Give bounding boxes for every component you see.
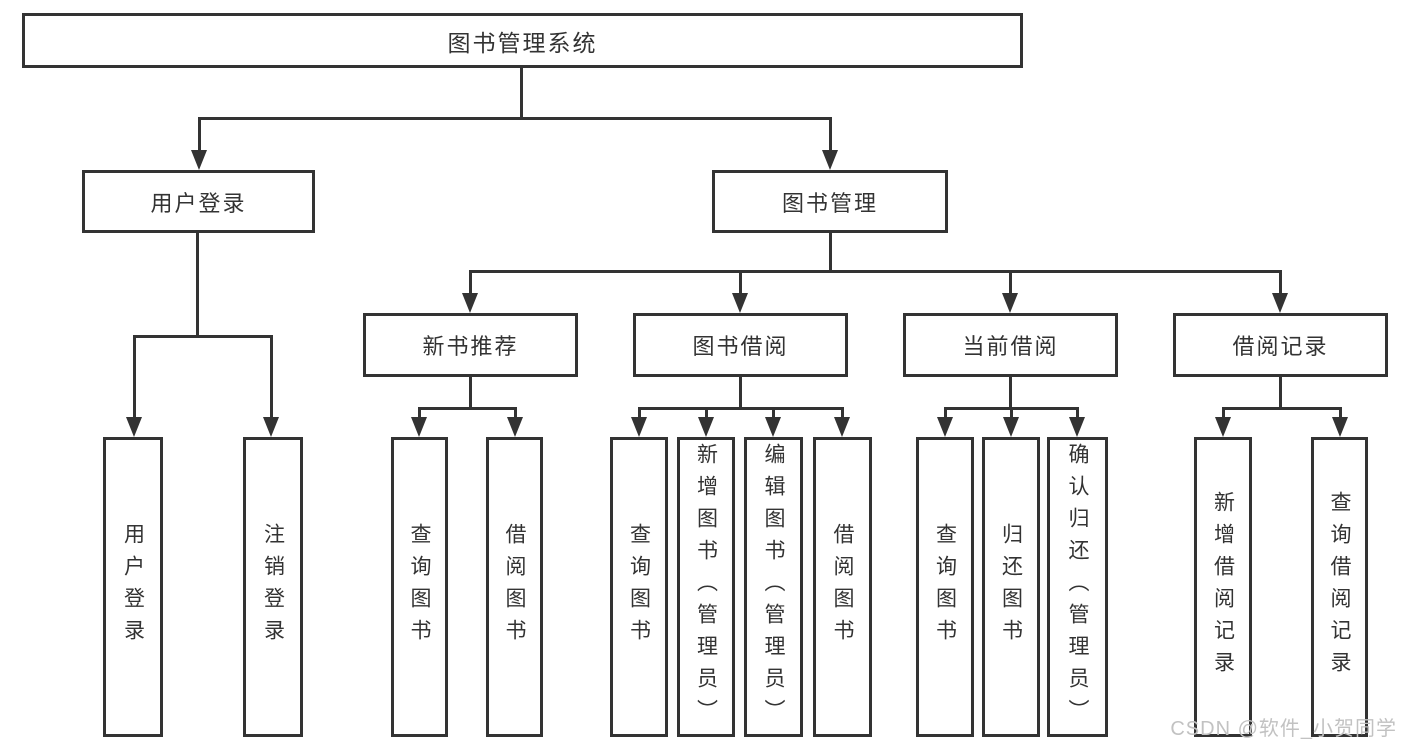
leaf-return-books: 归还图书 <box>982 437 1040 737</box>
leaf-label: 注销登录 <box>261 523 285 651</box>
connector-line <box>1009 377 1012 410</box>
connector-line <box>133 335 272 338</box>
arrowhead <box>1003 417 1019 437</box>
leaf-label: 编辑图书（管理员） <box>762 443 785 731</box>
connector-line <box>1279 377 1282 410</box>
connector-line <box>829 117 832 153</box>
arrowhead <box>765 417 781 437</box>
node-book-management: 图书管理 <box>712 170 948 233</box>
node-label: 借阅记录 <box>1232 334 1329 359</box>
leaf-confirm-return-admin: 确认归还（管理员） <box>1047 437 1108 737</box>
connector-line <box>1279 270 1282 295</box>
node-label: 图书管理系统 <box>447 29 598 56</box>
leaf-label: 查询图书 <box>933 523 957 651</box>
connector-line <box>639 407 843 410</box>
connector-line <box>1339 407 1342 421</box>
node-label: 当前借阅 <box>962 334 1059 359</box>
leaf-label: 用户登录 <box>121 523 145 651</box>
connector-line <box>198 117 201 153</box>
leaf-label: 借阅图书 <box>831 523 854 651</box>
connector-line <box>1222 407 1225 421</box>
connector-line <box>270 335 273 419</box>
arrowhead <box>462 293 478 313</box>
leaf-label: 归还图书 <box>999 523 1023 651</box>
arrowhead <box>1332 417 1348 437</box>
connector-line <box>133 335 136 419</box>
arrowhead <box>1069 417 1085 437</box>
arrowhead <box>191 150 207 170</box>
connector-line <box>944 407 947 421</box>
connector-line <box>470 270 1281 273</box>
connector-line <box>1009 270 1012 295</box>
leaf-query-books-current: 查询图书 <box>916 437 974 737</box>
leaf-edit-books-admin: 编辑图书（管理员） <box>744 437 803 737</box>
arrowhead <box>263 417 279 437</box>
node-library-management-system: 图书管理系统 <box>22 13 1023 68</box>
node-label: 用户登录 <box>150 190 247 216</box>
leaf-label: 查询图书 <box>627 523 651 651</box>
connector-line <box>772 407 775 421</box>
node-label: 图书管理 <box>781 190 878 216</box>
arrowhead <box>937 417 953 437</box>
connector-line <box>739 377 742 410</box>
arrowhead <box>126 417 142 437</box>
connector-line <box>469 270 472 295</box>
connector-line <box>419 407 517 410</box>
leaf-label: 借阅图书 <box>503 523 526 651</box>
connector-line <box>198 117 832 120</box>
arrowhead <box>732 293 748 313</box>
arrowhead <box>631 417 647 437</box>
connector-line <box>829 233 832 273</box>
connector-line <box>1223 407 1341 410</box>
leaf-label: 查询图书 <box>408 523 431 651</box>
arrowhead <box>1002 293 1018 313</box>
connector-line <box>841 407 844 421</box>
arrowhead <box>507 417 523 437</box>
watermark: CSDN @软件_小贺同学 <box>1170 718 1397 740</box>
arrowhead <box>1215 417 1231 437</box>
node-current-borrowing: 当前借阅 <box>903 313 1118 377</box>
connector-line <box>469 377 472 410</box>
node-user-login: 用户登录 <box>82 170 315 233</box>
leaf-query-books-recommend: 查询图书 <box>391 437 448 737</box>
node-new-book-recommendation: 新书推荐 <box>363 313 578 377</box>
leaf-query-borrow-record: 查询借阅记录 <box>1311 437 1368 737</box>
connector-line <box>520 68 523 118</box>
connector-line <box>418 407 421 421</box>
connector-line <box>638 407 641 421</box>
connector-line <box>739 270 742 295</box>
arrowhead <box>411 417 427 437</box>
node-label: 新书推荐 <box>422 334 519 359</box>
node-borrowing-records: 借阅记录 <box>1173 313 1388 377</box>
arrowhead <box>698 417 714 437</box>
arrowhead <box>834 417 850 437</box>
leaf-borrow-books-recommend: 借阅图书 <box>486 437 543 737</box>
leaf-user-login: 用户登录 <box>103 437 163 737</box>
node-book-borrowing: 图书借阅 <box>633 313 848 377</box>
leaf-borrow-books: 借阅图书 <box>813 437 872 737</box>
connector-line <box>514 407 517 421</box>
connector-line <box>705 407 708 421</box>
leaf-label: 确认归还（管理员） <box>1066 443 1089 731</box>
arrowhead <box>1272 293 1288 313</box>
leaf-add-books-admin: 新增图书（管理员） <box>677 437 735 737</box>
node-label: 图书借阅 <box>692 334 789 359</box>
leaf-label: 新增图书（管理员） <box>694 443 718 731</box>
leaf-add-borrow-record: 新增借阅记录 <box>1194 437 1252 737</box>
connector-line <box>1076 407 1079 421</box>
arrowhead <box>822 150 838 170</box>
connector-line <box>196 233 199 337</box>
leaf-label: 查询借阅记录 <box>1328 491 1351 683</box>
leaf-label: 新增借阅记录 <box>1211 491 1235 683</box>
leaf-logout: 注销登录 <box>243 437 303 737</box>
connector-line <box>1010 407 1013 421</box>
leaf-query-books-borrowing: 查询图书 <box>610 437 668 737</box>
